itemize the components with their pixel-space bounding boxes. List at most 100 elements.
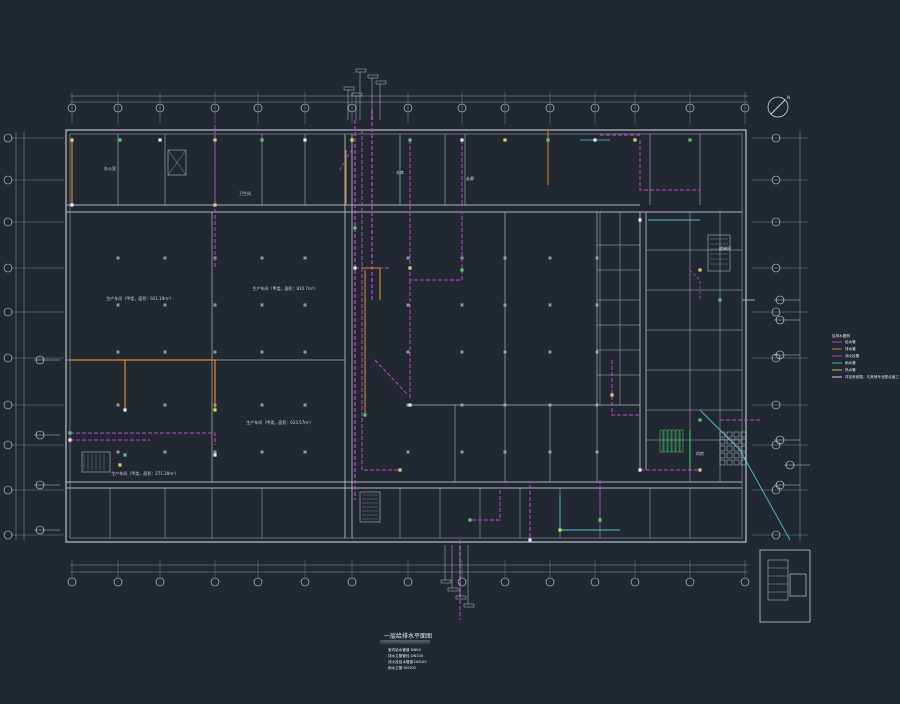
pipe-fixture bbox=[718, 298, 722, 302]
pipe-fixture bbox=[353, 226, 357, 230]
structural-column bbox=[303, 450, 307, 454]
legend-heading: 给排水图例 bbox=[832, 333, 850, 338]
axis-bubble bbox=[155, 577, 165, 587]
equipment-cell bbox=[719, 452, 726, 459]
structural-column bbox=[260, 350, 264, 354]
equipment-cell bbox=[726, 459, 733, 466]
pipe-fixture bbox=[118, 463, 122, 467]
pipe-fixture bbox=[408, 403, 412, 407]
room-label: 生产车间（甲类，面积：810.7m²） bbox=[253, 285, 318, 291]
drawing-title: 一层给排水平面图 bbox=[384, 632, 432, 640]
stair bbox=[81, 451, 111, 473]
equipment-cell bbox=[733, 445, 740, 452]
axis-bubble bbox=[3, 485, 13, 495]
axis-bubble bbox=[3, 307, 13, 317]
structural-column bbox=[163, 450, 167, 454]
structural-column bbox=[303, 303, 307, 307]
pipe-fixture bbox=[503, 138, 507, 142]
room-labels: 生产车间（甲类，面积：921.19m²） 生产车间（甲类，面积：810.7m²） 生… bbox=[104, 165, 731, 476]
axis-bubble bbox=[590, 103, 600, 113]
equipment-cell bbox=[740, 438, 747, 445]
pipe-fixture bbox=[70, 138, 74, 142]
water-supply-pipe bbox=[361, 130, 400, 471]
structural-column bbox=[213, 450, 217, 454]
pipe-fixture bbox=[558, 528, 562, 532]
pipe-fixture bbox=[598, 518, 602, 522]
water-supply-pipe bbox=[470, 490, 501, 521]
pipe-fixture bbox=[213, 453, 217, 457]
structural-column bbox=[116, 450, 120, 454]
legend-item: 排水管 bbox=[845, 346, 856, 351]
pipe-fixture bbox=[408, 138, 412, 142]
structural-column bbox=[548, 256, 552, 260]
axis-bubble bbox=[210, 577, 220, 587]
exterior-wall-inner bbox=[69, 133, 743, 539]
axis-bubble bbox=[771, 217, 781, 227]
room-label: 办公室 bbox=[104, 165, 116, 171]
structural-column bbox=[260, 303, 264, 307]
equipment-cell bbox=[719, 459, 726, 466]
structural-column bbox=[548, 303, 552, 307]
pipe-fixture bbox=[158, 138, 162, 142]
pipe-fixture bbox=[260, 138, 264, 142]
room-label: 楼梯间 bbox=[719, 245, 731, 251]
equipment-cell bbox=[719, 438, 726, 445]
equipment-cell bbox=[733, 438, 740, 445]
pipe-fixture bbox=[353, 266, 357, 270]
structural-column bbox=[116, 256, 120, 260]
building-walls bbox=[65, 129, 755, 543]
axis-bubble bbox=[3, 263, 13, 273]
room-label: 仓库 bbox=[396, 169, 404, 175]
pipe-fixture bbox=[118, 138, 122, 142]
drainage-pipe bbox=[362, 267, 381, 300]
axis-bubble bbox=[253, 577, 263, 587]
equipment-cell bbox=[740, 445, 747, 452]
pipe-fixture bbox=[213, 203, 217, 207]
pipe-fixture bbox=[398, 468, 402, 472]
axis-bubble bbox=[457, 577, 467, 587]
riser-tag bbox=[355, 68, 367, 73]
water-supply-pipe bbox=[339, 149, 353, 171]
pipe-network bbox=[70, 110, 791, 620]
pipe-fixture bbox=[638, 218, 642, 222]
axis-bubble bbox=[771, 530, 781, 540]
pipe-fixture bbox=[610, 393, 614, 397]
pipe-fixture bbox=[363, 413, 367, 417]
structural-column bbox=[116, 303, 120, 307]
axis-bubble bbox=[3, 530, 13, 540]
room-label: 生产车间（甲类，面积：633.57m²） bbox=[246, 419, 314, 425]
structural-column bbox=[303, 256, 307, 260]
pipe-fixture bbox=[123, 408, 127, 412]
legend-item: 热水管 bbox=[845, 367, 856, 372]
riser-tag bbox=[367, 74, 379, 79]
equipment-cell bbox=[719, 445, 726, 452]
equipment-cell bbox=[740, 459, 747, 466]
axis-bubble bbox=[771, 307, 781, 317]
drawing-title-block: 一层给排水平面图 室内给水管道 DN50 排水立管管径 DN100 消火栓给水管… bbox=[380, 632, 432, 670]
room-label: 生产车间（甲类，面积：921.19m²） bbox=[106, 295, 174, 301]
svg-text:N: N bbox=[787, 95, 790, 100]
pipe-fixture bbox=[698, 468, 702, 472]
room-label: 走廊 bbox=[466, 175, 474, 181]
axis-bubble bbox=[300, 103, 310, 113]
equipment-cell bbox=[726, 452, 733, 459]
equipment-rack bbox=[667, 429, 672, 453]
axis-bubble bbox=[253, 103, 263, 113]
legend-item: 消火栓管 bbox=[845, 353, 860, 358]
pipe-fixture bbox=[633, 138, 637, 142]
axis-bubble bbox=[403, 103, 413, 113]
pipe-fixture bbox=[528, 538, 532, 542]
axis-bubble bbox=[113, 103, 123, 113]
axis-bubble bbox=[685, 577, 695, 587]
axis-bubble bbox=[500, 103, 510, 113]
pipe-fixture bbox=[70, 203, 74, 207]
structural-column bbox=[260, 256, 264, 260]
pipe-fixture bbox=[408, 266, 412, 270]
pipe-fixture bbox=[546, 138, 550, 142]
structural-column bbox=[260, 450, 264, 454]
equipment-cell bbox=[719, 431, 726, 438]
axis-bubble bbox=[3, 217, 13, 227]
room-partitions bbox=[66, 134, 742, 538]
pipe-fixture bbox=[303, 138, 307, 142]
riser-tag bbox=[463, 603, 475, 608]
